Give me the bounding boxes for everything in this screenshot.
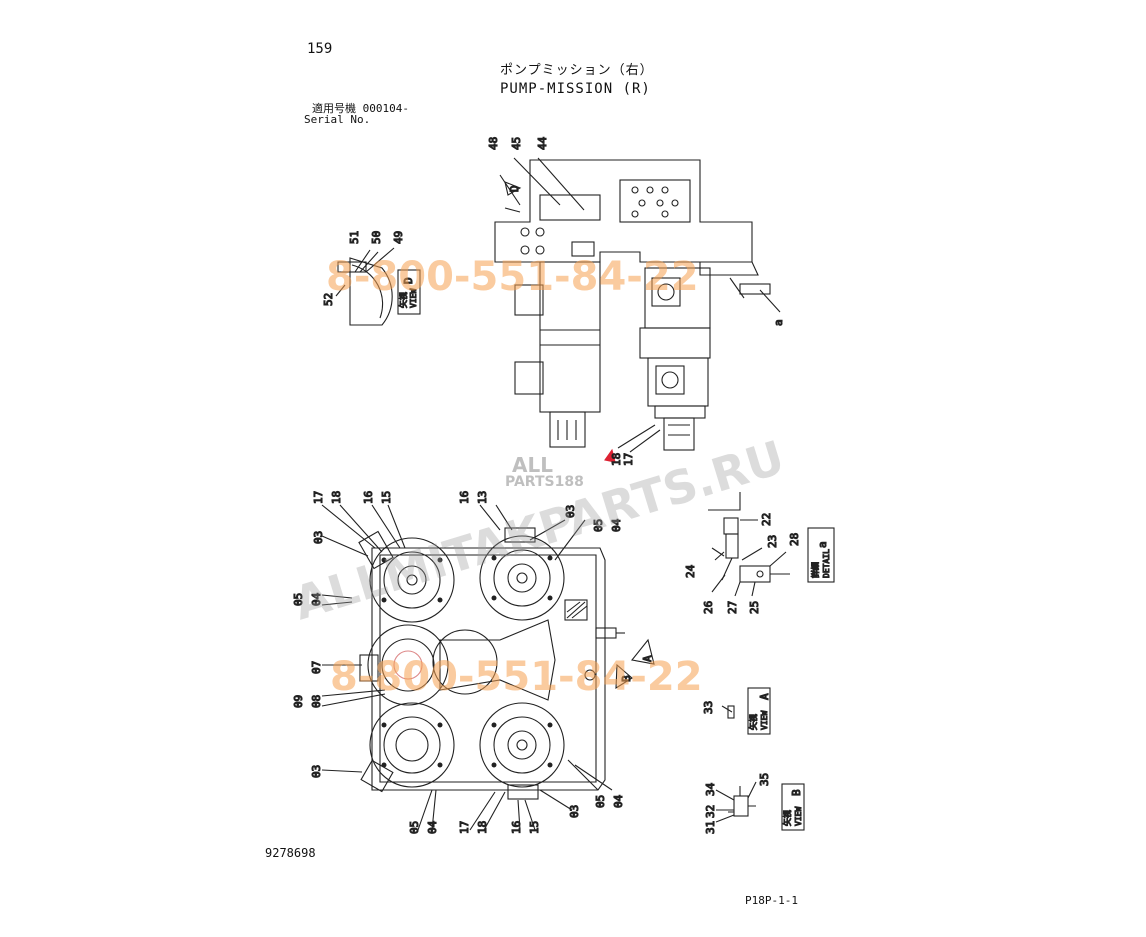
- callout-23: 23: [766, 535, 779, 548]
- watermark-logo-line1: ALL: [512, 453, 553, 477]
- view-d-en: VIEW: [409, 289, 418, 308]
- callout-22: 22: [760, 513, 773, 526]
- callout-04-lc: 04: [612, 794, 625, 808]
- callout-04-ul: 04: [310, 592, 323, 606]
- callout-05-ul: 05: [292, 593, 305, 606]
- callout-05-uc: 05: [592, 519, 605, 532]
- view-d-letter: D: [402, 277, 415, 284]
- view-d-jp: 矢視: [398, 292, 408, 308]
- watermark-phone-top: 8-800-551-84-22: [326, 254, 699, 300]
- callout-03-lc: 03: [568, 805, 581, 818]
- view-d-detail: 51 50 49 52 矢視 VIEW D: [321, 230, 421, 326]
- detail-a-jp: 詳細: [810, 562, 820, 578]
- callout-35: 35: [758, 773, 771, 786]
- callout-13-uc: 13: [476, 491, 489, 504]
- detail-a: 22 23 28 24 26 27 25 詳細 DETAIL a: [683, 492, 835, 615]
- callout-17-ul: 17: [312, 491, 325, 504]
- callout-17-lc: 17: [458, 821, 471, 834]
- page-number: 159: [307, 41, 333, 57]
- callout-34: 34: [704, 782, 717, 796]
- view-a: 33 矢視 VIEW A: [701, 687, 772, 735]
- callout-15-ul: 15: [380, 491, 393, 504]
- detail-a-en: DETAIL: [822, 549, 831, 578]
- callout-03-ul: 03: [312, 531, 325, 544]
- serial-value: 000104-: [362, 102, 409, 115]
- callout-17-side: 17: [622, 453, 635, 466]
- callout-03-uc: 03: [564, 505, 577, 518]
- title-english: PUMP-MISSION (R): [500, 81, 651, 97]
- callout-51: 51: [348, 231, 361, 244]
- view-arrow-d: D: [508, 185, 521, 192]
- callout-15-lc: 15: [528, 821, 541, 834]
- watermark-layer: 8-800-551-84-22 8-800-551-84-22 ALLMITAK…: [287, 254, 790, 700]
- serial-label-english: Serial No.: [304, 113, 371, 126]
- ref-a: a: [772, 319, 785, 326]
- callout-04-uc: 04: [610, 518, 623, 532]
- callout-05-lc: 05: [594, 795, 607, 808]
- callout-50: 50: [370, 231, 383, 244]
- view-b-jp: 矢視: [782, 810, 792, 826]
- watermark-phone-bottom: 8-800-551-84-22: [330, 654, 703, 700]
- callout-32: 32: [704, 805, 717, 818]
- view-arrow-a: A: [641, 655, 654, 662]
- callout-07: 07: [310, 661, 323, 674]
- view-b-letter: B: [790, 789, 803, 796]
- view-a-jp: 矢視: [748, 714, 758, 730]
- serial-label-jp: 適用号機: [312, 102, 356, 115]
- drawing-number: 9278698: [265, 846, 316, 860]
- view-a-en: VIEW: [760, 711, 769, 730]
- callout-45: 45: [510, 137, 523, 150]
- view-a-letter: A: [758, 693, 771, 700]
- view-arrow-b: B: [620, 675, 633, 682]
- callout-49: 49: [392, 231, 405, 244]
- callout-08: 08: [310, 695, 323, 708]
- callout-18-lc: 18: [476, 821, 489, 834]
- callout-24: 24: [684, 564, 697, 578]
- callout-44: 44: [536, 136, 549, 150]
- callout-04-ll: 04: [426, 820, 439, 834]
- top-side-view: 48 45 44 D a 18 17: [486, 136, 785, 467]
- callout-16-lc: 16: [510, 821, 523, 834]
- callout-03-ll: 03: [310, 765, 323, 778]
- callout-28: 28: [788, 533, 801, 546]
- callout-48: 48: [487, 137, 500, 150]
- title-japanese: ポンプミッション（右）: [500, 63, 654, 78]
- view-b: 34 35 32 31 矢視 VIEW B: [703, 772, 805, 835]
- view-b-en: VIEW: [794, 807, 803, 826]
- bottom-plan-view: A B 17 18 16 15 03 05 04: [291, 490, 655, 835]
- callout-09: 09: [292, 695, 305, 708]
- callout-16-ul: 16: [362, 491, 375, 504]
- callout-05-ll: 05: [408, 821, 421, 834]
- serial-label-japanese: 適用号機 000104-: [312, 103, 409, 114]
- watermark-logo-line2: PARTS188: [505, 474, 584, 490]
- callout-16-uc: 16: [458, 491, 471, 504]
- callout-52: 52: [322, 293, 335, 306]
- callout-31: 31: [704, 821, 717, 834]
- callout-33: 33: [702, 701, 715, 714]
- callout-18-ul: 18: [330, 491, 343, 504]
- detail-a-letter: a: [816, 541, 829, 548]
- sheet-reference: P18P-1-1: [745, 894, 798, 907]
- callout-26: 26: [702, 601, 715, 614]
- callout-25: 25: [748, 601, 761, 614]
- callout-27: 27: [726, 601, 739, 614]
- callout-18-side: 18: [610, 453, 623, 466]
